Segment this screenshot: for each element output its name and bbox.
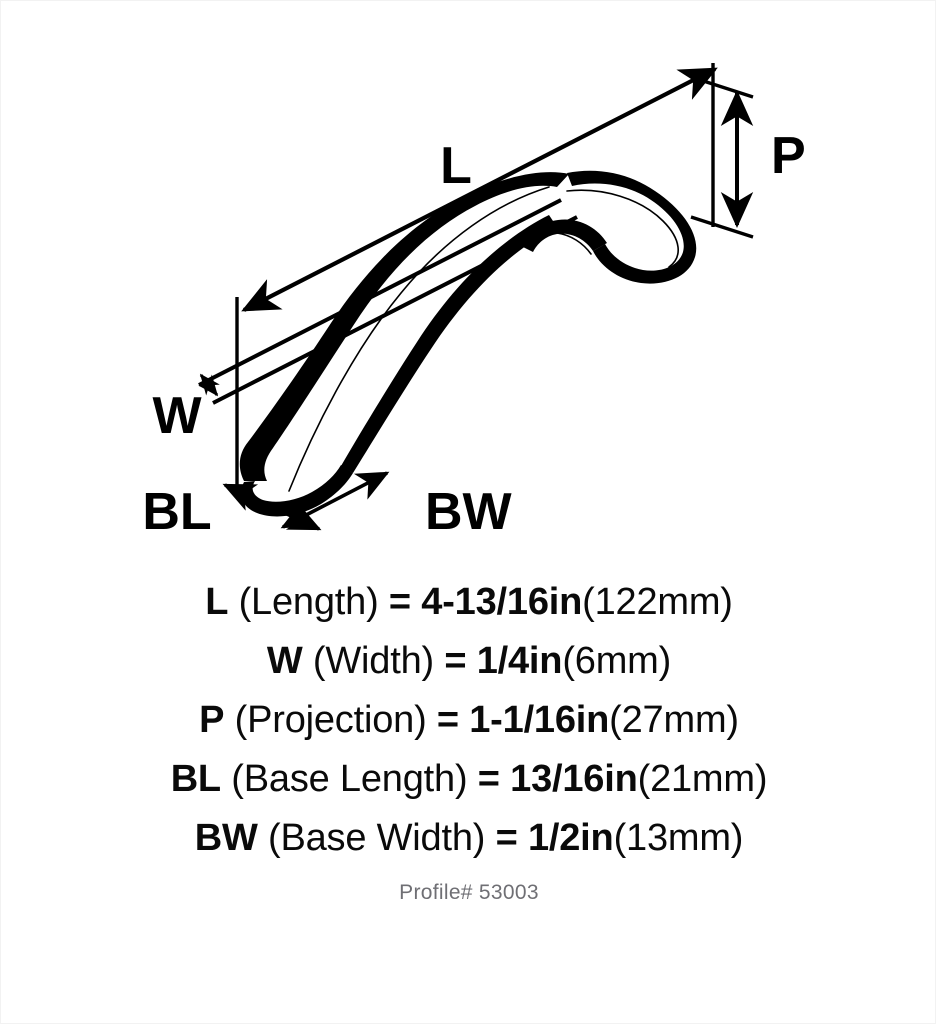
spec-line-length: L (Length) = 4-13/16in(122mm): [1, 573, 935, 632]
profile-number: Profile# 53003: [399, 881, 539, 904]
width-dimension-arrow: [198, 373, 220, 397]
handle-drawing-svg: L W P: [142, 63, 806, 541]
width-label: W: [152, 387, 202, 445]
spec-equals: =: [378, 581, 422, 623]
spec-line-base-length: BL (Base Length) = 13/16in(21mm): [1, 750, 935, 809]
spec-abbr: W: [266, 640, 303, 682]
spec-equals: =: [433, 640, 477, 682]
spec-name: (Projection): [224, 699, 427, 741]
projection-extension-line-top: [690, 75, 754, 99]
spec-value: 13/16in: [510, 758, 638, 800]
dimension-base-width: BW: [280, 471, 513, 541]
spec-line-base-width: BW (Base Width) = 1/2in(13mm): [1, 809, 935, 868]
handle-interior-highlight-lines: [288, 186, 679, 492]
dimension-width: W: [152, 198, 578, 445]
width-reference-line-upper: [198, 198, 562, 387]
spec-metric: (13mm): [613, 817, 744, 859]
spec-name: (Base Length): [220, 758, 468, 800]
handle-body-shape: [239, 170, 697, 517]
spec-equals: =: [485, 817, 528, 859]
length-dimension-arrow: [241, 67, 718, 312]
width-reference-line-lower: [212, 215, 578, 405]
base-width-dimension-arrow: [280, 471, 390, 529]
spec-abbr: BL: [170, 758, 221, 800]
specification-list: L (Length) = 4-13/16in(122mm) W (Width) …: [1, 573, 935, 868]
dimension-projection: P: [690, 75, 806, 239]
spec-metric: (6mm): [562, 640, 672, 682]
spec-value: 1/2in: [527, 817, 614, 859]
handle-technical-drawing: L W P: [1, 1, 935, 561]
spec-name: (Base Width): [257, 817, 486, 859]
spec-equals: =: [426, 699, 470, 741]
spec-metric: (27mm): [609, 699, 739, 741]
length-label: L: [440, 137, 472, 195]
spec-line-projection: P (Projection) = 1-1/16in(27mm): [1, 691, 935, 750]
projection-extension-line-bottom: [690, 215, 754, 239]
spec-metric: (21mm): [637, 758, 768, 800]
spec-abbr: BW: [194, 817, 258, 859]
spec-value: 4-13/16in: [421, 581, 583, 623]
projection-label: P: [771, 127, 806, 185]
dimension-length: L: [235, 63, 718, 493]
spec-name: (Length): [228, 581, 379, 623]
spec-line-width: W (Width) = 1/4in(6mm): [1, 632, 935, 691]
spec-name: (Width): [302, 640, 434, 682]
base-width-label: BW: [425, 483, 513, 541]
spec-equals: =: [467, 758, 511, 800]
spec-value: 1-1/16in: [469, 699, 610, 741]
spec-abbr: L: [205, 581, 229, 623]
base-length-label: BL: [142, 483, 211, 541]
spec-value: 1/4in: [476, 640, 563, 682]
spec-metric: (122mm): [582, 581, 733, 623]
dimension-base-length: BL: [142, 483, 322, 541]
spec-abbr: P: [199, 699, 225, 741]
